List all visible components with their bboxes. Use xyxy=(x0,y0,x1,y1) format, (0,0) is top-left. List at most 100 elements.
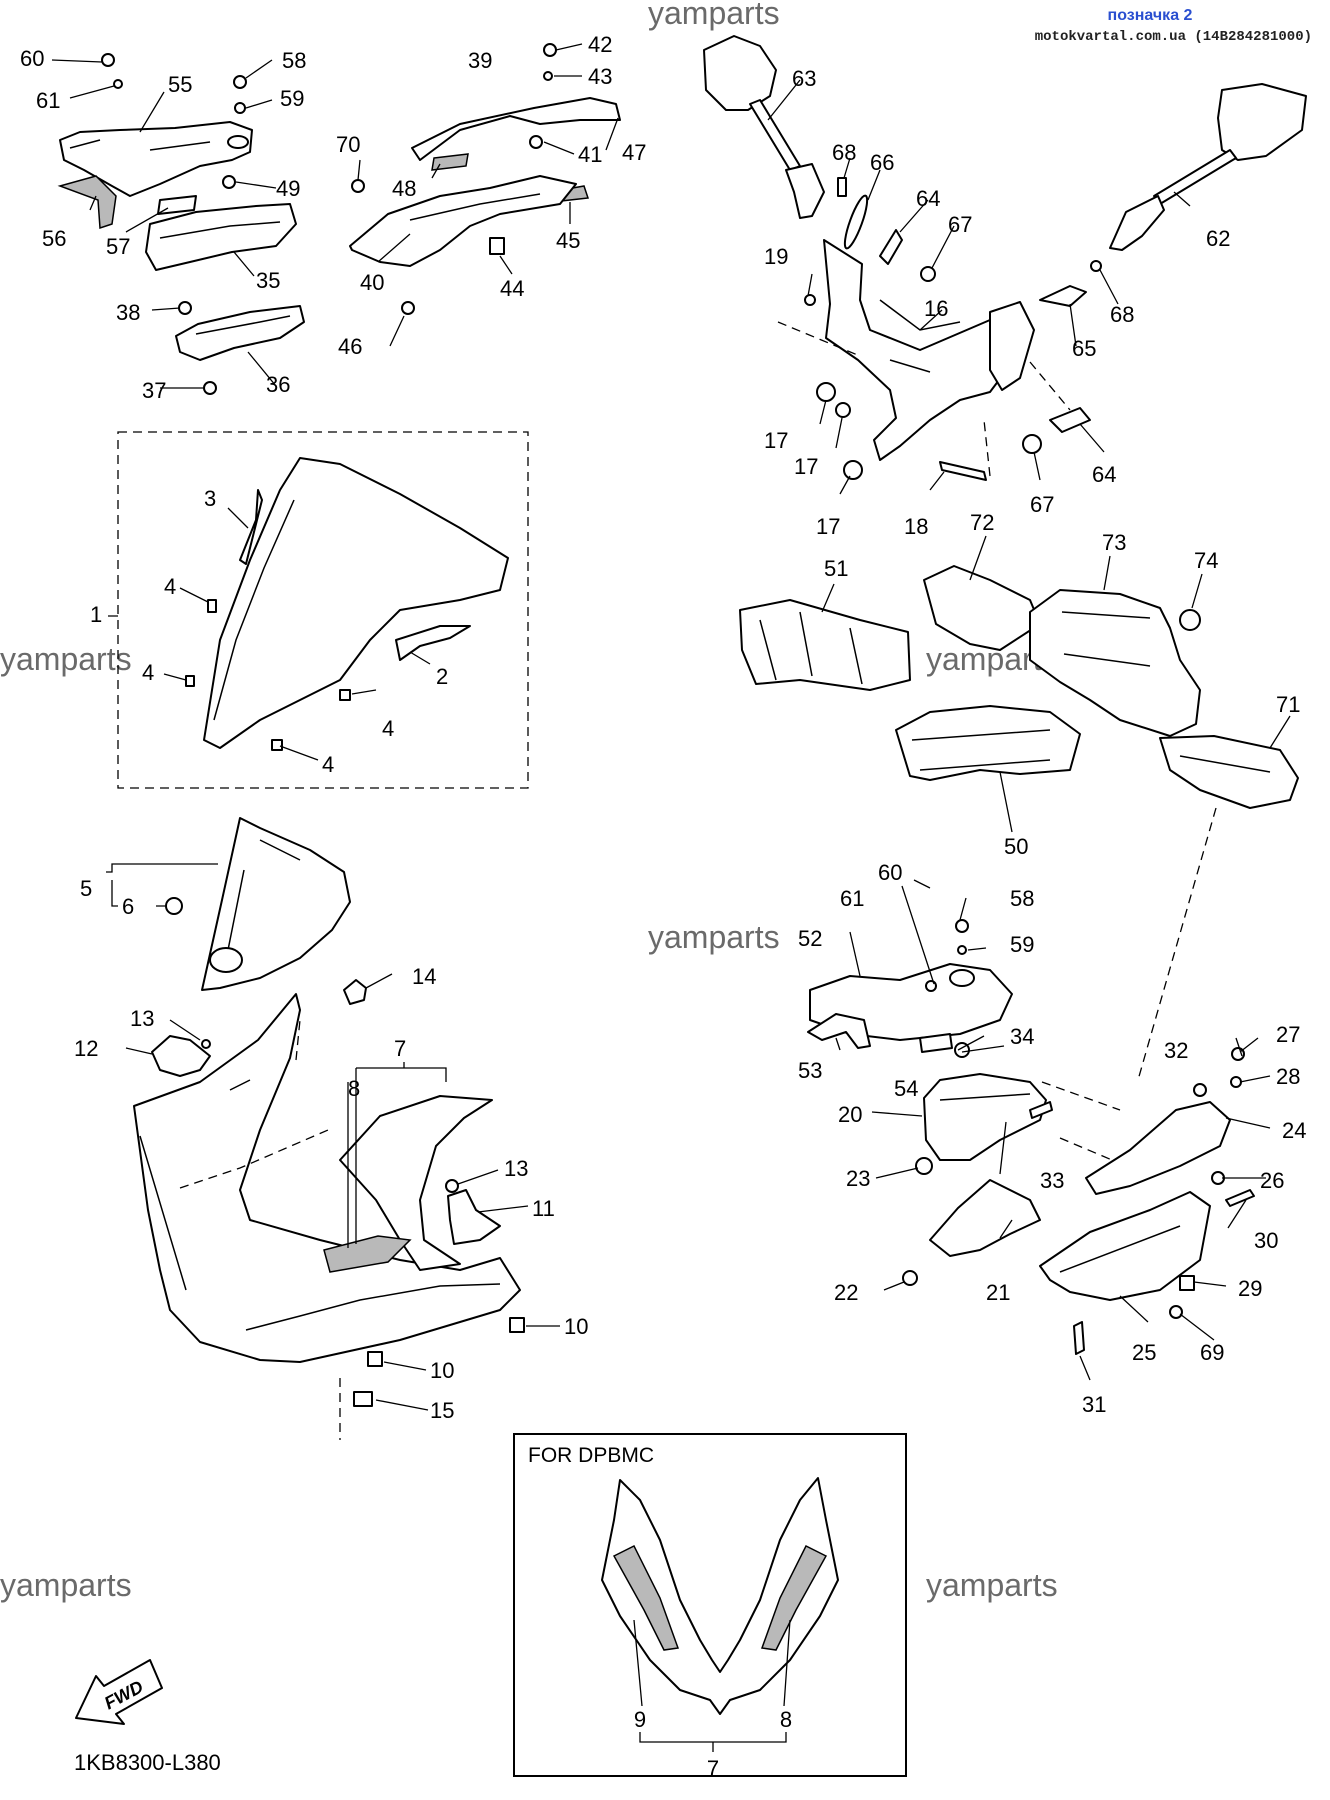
trim-53 xyxy=(807,1013,871,1049)
cover-24 xyxy=(1085,1101,1231,1195)
callout-13b: 13 xyxy=(504,1156,528,1181)
callout-4a: 4 xyxy=(164,574,176,599)
callout-29: 29 xyxy=(1238,1276,1262,1301)
callout-12: 12 xyxy=(74,1036,98,1061)
clip-14 xyxy=(343,979,367,1005)
pad-54 xyxy=(919,1033,953,1053)
grommet-6 xyxy=(165,897,183,915)
callout-34: 34 xyxy=(1010,1024,1034,1049)
inset-label-8: 8 xyxy=(780,1707,792,1732)
callout-58: 58 xyxy=(282,48,306,73)
callout-71: 71 xyxy=(1276,692,1300,717)
callout-73: 73 xyxy=(1102,530,1126,555)
callout-35: 35 xyxy=(256,268,280,293)
callout-24: 24 xyxy=(1282,1118,1306,1143)
callout-60b: 60 xyxy=(878,860,902,885)
leaders-right-lower xyxy=(835,879,1271,1381)
callout-20: 20 xyxy=(838,1102,862,1127)
callout-54: 54 xyxy=(894,1076,918,1101)
dampers-4 xyxy=(185,599,351,751)
mirror-62 xyxy=(1109,83,1307,251)
callout-25: 25 xyxy=(1132,1340,1156,1365)
bracket-21 xyxy=(929,1179,1041,1257)
bracket-36 xyxy=(175,305,305,361)
callout-72: 72 xyxy=(970,510,994,535)
leaders-top-middle xyxy=(357,43,619,347)
callout-53: 53 xyxy=(798,1058,822,1083)
bracket-11 xyxy=(447,1189,501,1245)
callout-45: 45 xyxy=(556,228,580,253)
stay-16 xyxy=(823,239,1035,461)
callout-68b: 68 xyxy=(1110,302,1134,327)
mirror-63 xyxy=(703,35,825,219)
watermark-center: yamparts xyxy=(648,919,780,955)
callout-28: 28 xyxy=(1276,1064,1300,1089)
callout-15: 15 xyxy=(430,1398,454,1423)
callout-4b: 4 xyxy=(142,660,154,685)
duct-35 xyxy=(145,203,297,271)
strip-3 xyxy=(239,489,263,565)
callout-21: 21 xyxy=(986,1280,1010,1305)
callout-19: 19 xyxy=(764,244,788,269)
duct-72 xyxy=(923,565,1041,651)
callout-5: 5 xyxy=(80,876,92,901)
inset-title: FOR DPBMC xyxy=(528,1444,654,1467)
callout-65: 65 xyxy=(1072,336,1096,361)
leaders-5-6 xyxy=(106,863,218,907)
watermark-top: yamparts xyxy=(648,0,780,31)
inset-label-9: 9 xyxy=(634,1707,646,1732)
callout-18: 18 xyxy=(904,514,928,539)
duct-50 xyxy=(895,705,1081,781)
windshield-box xyxy=(117,431,529,789)
callout-52: 52 xyxy=(798,926,822,951)
callout-42: 42 xyxy=(588,32,612,57)
pad-57 xyxy=(157,195,197,215)
callout-59: 59 xyxy=(280,86,304,111)
callout-63: 63 xyxy=(792,66,816,91)
leaders-front-cowl xyxy=(125,973,560,1440)
callout-26: 26 xyxy=(1260,1168,1284,1193)
callout-39: 39 xyxy=(468,48,492,73)
callout-37: 37 xyxy=(142,378,166,403)
callout-67b: 67 xyxy=(1030,492,1054,517)
small-parts-16-group xyxy=(804,177,1102,481)
callout-30: 30 xyxy=(1254,1228,1278,1253)
callout-16: 16 xyxy=(924,296,948,321)
duct-25 xyxy=(1039,1191,1211,1301)
callout-4c: 4 xyxy=(382,716,394,741)
callout-31: 31 xyxy=(1082,1392,1106,1417)
callout-70: 70 xyxy=(336,132,360,157)
callout-11: 11 xyxy=(532,1196,555,1221)
watermark-left-mid: yamparts xyxy=(0,641,132,677)
callout-14: 14 xyxy=(412,964,436,989)
fwd-arrow-icon xyxy=(75,1659,163,1725)
callout-64b: 64 xyxy=(1092,462,1116,487)
duct-73 xyxy=(1029,589,1201,737)
callout-27: 27 xyxy=(1276,1022,1300,1047)
nut-74 xyxy=(1179,609,1201,631)
callout-58b: 58 xyxy=(1010,886,1034,911)
callout-62: 62 xyxy=(1206,226,1230,251)
callouts: 60 61 55 58 59 49 56 57 35 38 36 37 39 4… xyxy=(20,32,1306,1423)
callout-22: 22 xyxy=(834,1280,858,1305)
nuts-10-15 xyxy=(201,1039,525,1407)
callout-6: 6 xyxy=(122,894,134,919)
callout-4d: 4 xyxy=(322,752,334,777)
callout-13a: 13 xyxy=(130,1006,154,1031)
inset-cowl xyxy=(601,1477,839,1715)
header-source: motokvartal.com.ua (14B284281000) xyxy=(1035,29,1312,45)
callout-3: 3 xyxy=(204,486,216,511)
callout-8: 8 xyxy=(348,1076,360,1101)
duct-20 xyxy=(923,1073,1047,1161)
panel-39 xyxy=(411,97,621,161)
windshield-1 xyxy=(203,457,509,749)
duct-71 xyxy=(1159,735,1299,809)
callout-36: 36 xyxy=(266,372,290,397)
callout-61b: 61 xyxy=(840,886,864,911)
callout-48: 48 xyxy=(392,176,416,201)
watermark-right-bottom: yamparts xyxy=(926,1567,1058,1603)
leaders-ducts xyxy=(821,535,1291,1081)
small-parts-right xyxy=(902,919,1255,1355)
callout-60: 60 xyxy=(20,46,44,71)
callout-38: 38 xyxy=(116,300,140,325)
